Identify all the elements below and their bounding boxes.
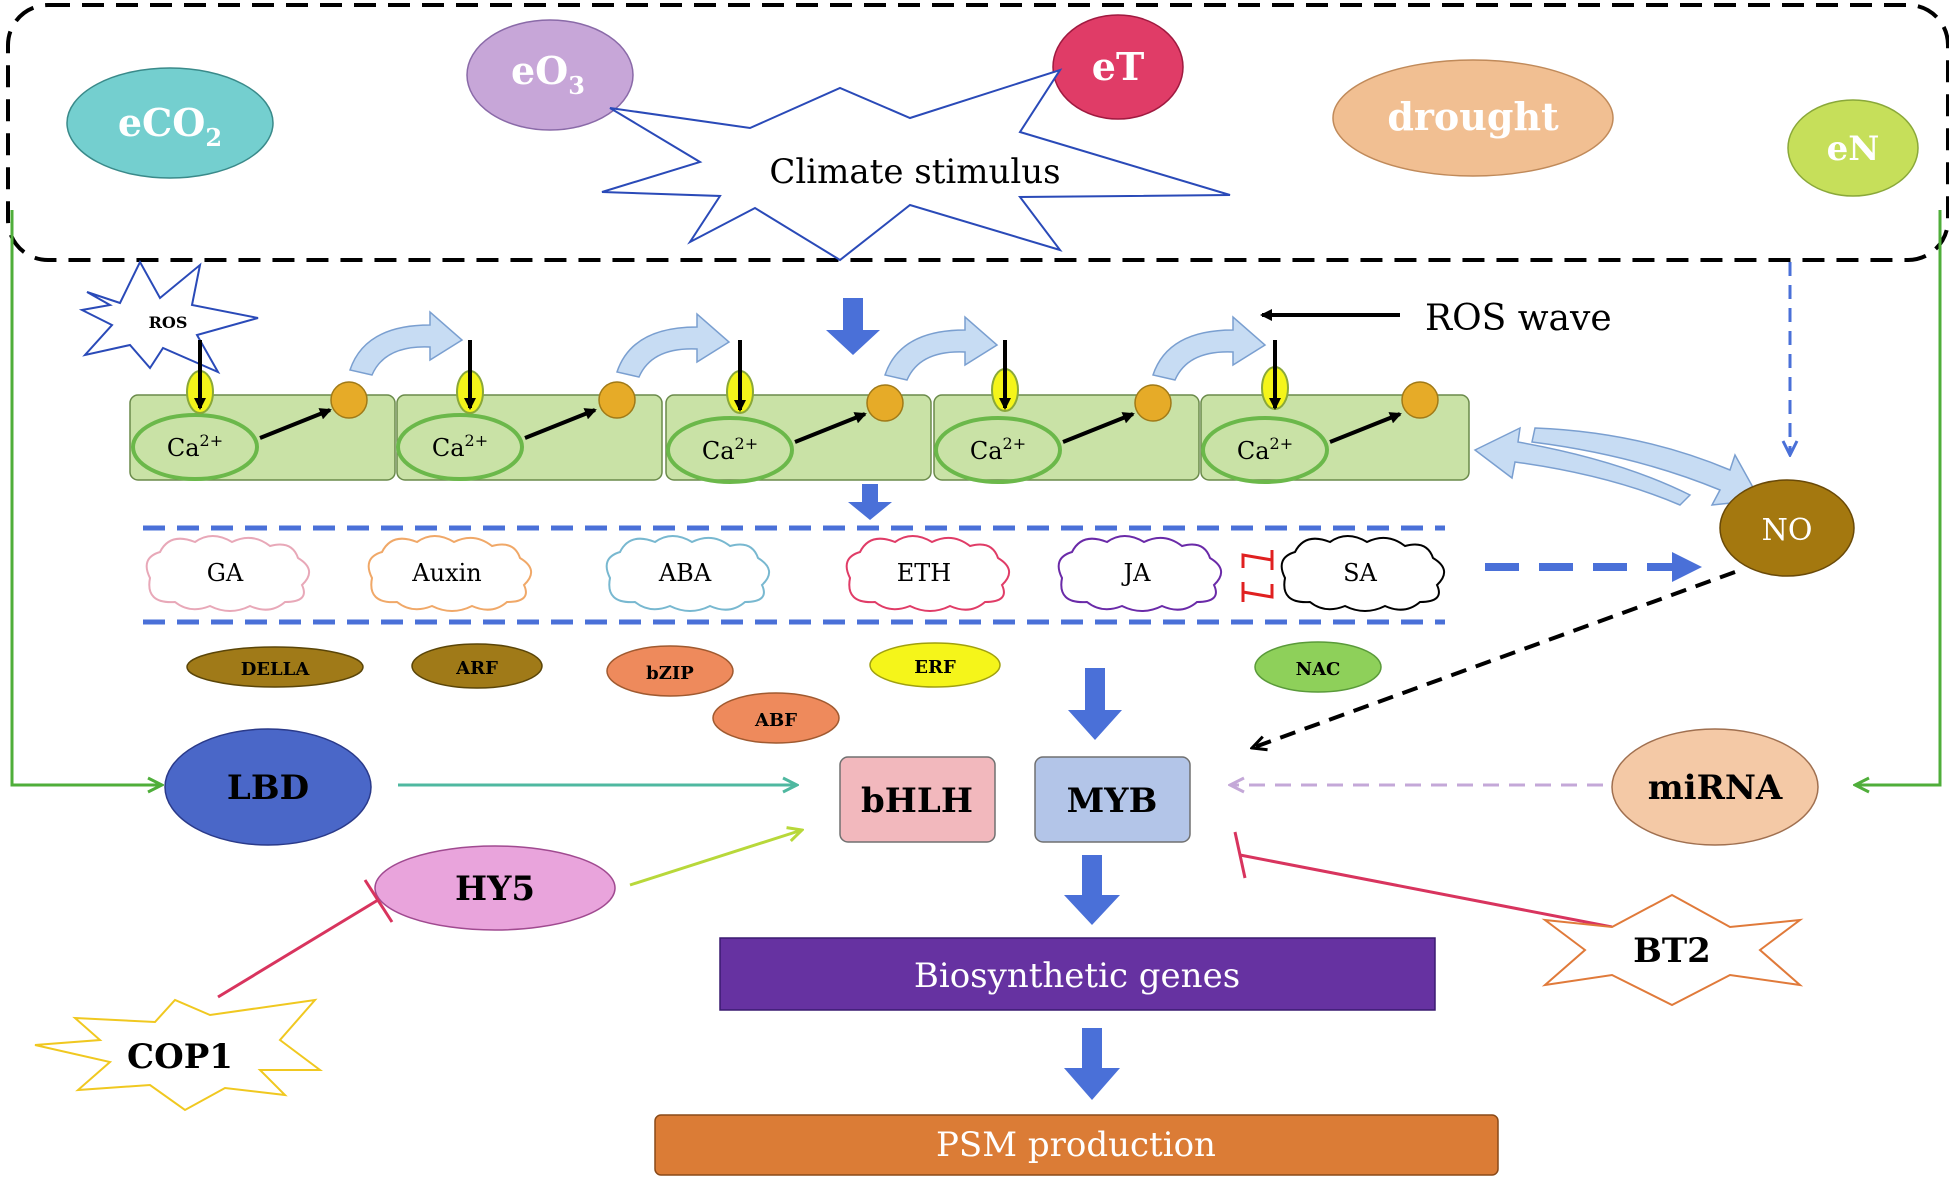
no-to-myb-arrow <box>1252 570 1736 748</box>
eco2-node: eCO2 <box>66 67 274 179</box>
eo3-node: eO3 <box>466 19 634 131</box>
tf-abf-label: ABF <box>754 710 797 731</box>
ca-label-1: Ca2+ <box>167 431 223 462</box>
psm-production-label: PSM production <box>936 1125 1216 1165</box>
hy5-label: HY5 <box>455 869 535 909</box>
eo3-label: eO <box>511 48 568 93</box>
ca-label-2: Ca2+ <box>432 431 488 462</box>
ca-label-5: Ca2+ <box>1237 434 1293 465</box>
hy5-to-bhlh-arrow <box>629 830 802 887</box>
cop1-label: COP1 <box>127 1037 233 1077</box>
tf-erf: ERF <box>869 642 1001 688</box>
climate-to-lbd-line <box>10 210 162 785</box>
eo3-subscript: 3 <box>568 71 585 100</box>
bt2-label: BT2 <box>1633 931 1711 971</box>
tf-della: DELLA <box>186 646 364 688</box>
ca-label-4: Ca2+ <box>970 434 1026 465</box>
bt2-node: BT2 <box>1541 893 1804 1007</box>
down-arrow-cells <box>848 484 892 520</box>
tf-della-label: DELLA <box>241 659 311 680</box>
tf-erf-label: ERF <box>914 657 956 678</box>
hormone-ja-label: JA <box>1121 559 1152 587</box>
tf-bzip: bZIP <box>606 645 734 697</box>
propagation-arrows <box>349 310 1267 381</box>
bhlh-label: bHLH <box>861 781 973 821</box>
hormone-aba-label: ABA <box>658 559 712 587</box>
down-arrow-tfs <box>1068 668 1122 740</box>
ros-label: ROS <box>149 313 188 332</box>
eco2-label: eCO <box>118 100 206 145</box>
ros-wave-label: ROS wave <box>1425 298 1612 339</box>
hormone-auxin: Auxin <box>367 535 532 612</box>
tf-nac: NAC <box>1254 641 1382 693</box>
et-label: eT <box>1092 44 1144 89</box>
biosynthetic-genes-label: Biosynthetic genes <box>914 956 1240 996</box>
tf-abf: ABF <box>712 692 840 744</box>
down-arrow-climate <box>826 298 880 355</box>
cell-1: Ca2+ <box>129 340 396 481</box>
hormone-ja: JA <box>1057 535 1222 612</box>
tf-arf-label: ARF <box>455 658 498 679</box>
ja-sa-antagonism <box>1241 550 1274 602</box>
tf-arf: ARF <box>411 643 543 689</box>
myb-node: MYB <box>1034 756 1191 843</box>
hormone-row: GA Auxin ABA ETH JA SA <box>145 535 1445 612</box>
biosynthetic-genes-node: Biosynthetic genes <box>719 937 1436 1011</box>
drought-label: drought <box>1387 94 1559 139</box>
svg-text:eCO2: eCO2 <box>118 100 222 152</box>
lbd-label: LBD <box>227 768 309 808</box>
hormone-ga-label: GA <box>207 559 244 587</box>
hormone-eth-label: ETH <box>897 559 951 587</box>
transcription-factor-row: DELLA ARF bZIP ABF ERF NAC <box>186 641 1382 744</box>
cell-chain: Ca2+ Ca2+ Ca2+ Ca2+ <box>129 340 1470 484</box>
cell-4: Ca2+ <box>933 340 1200 484</box>
bt2-inhibition <box>1233 831 1613 929</box>
tf-bzip-label: bZIP <box>646 663 694 684</box>
bhlh-node: bHLH <box>839 756 996 843</box>
tf-nac-label: NAC <box>1296 659 1341 680</box>
en-node: eN <box>1787 99 1919 197</box>
no-label: NO <box>1762 513 1813 548</box>
cell-3: Ca2+ <box>665 340 932 484</box>
cells-no-double-arrow <box>1473 426 1762 506</box>
hormone-auxin-label: Auxin <box>411 559 481 587</box>
hormone-aba: ABA <box>605 535 770 612</box>
cell-5: Ca2+ <box>1200 340 1470 484</box>
hormone-ga: GA <box>145 535 310 612</box>
eco2-subscript: 2 <box>205 123 222 152</box>
et-node: eT <box>1052 14 1184 120</box>
cell-2: Ca2+ <box>396 340 663 481</box>
no-node: NO <box>1719 479 1855 577</box>
drought-node: drought <box>1332 59 1614 177</box>
cop1-node: COP1 <box>34 998 323 1112</box>
hormone-sa: SA <box>1280 535 1445 612</box>
lbd-node: LBD <box>164 728 372 846</box>
down-arrow-myb <box>1064 855 1120 925</box>
hormone-eth: ETH <box>845 535 1010 612</box>
en-label: eN <box>1827 129 1880 169</box>
hy5-node: HY5 <box>374 845 616 931</box>
climate-stimulus-burst: Climate stimulus <box>601 68 1231 262</box>
climate-stimulus-label: Climate stimulus <box>769 152 1060 192</box>
psm-production-node: PSM production <box>654 1114 1499 1176</box>
mirna-label: miRNA <box>1648 768 1783 808</box>
mirna-node: miRNA <box>1611 728 1819 846</box>
climate-to-mirna-line <box>1855 210 1942 785</box>
climate-box <box>6 3 1949 262</box>
cop1-inhibition <box>217 879 394 999</box>
ca-label-3: Ca2+ <box>702 434 758 465</box>
down-arrow-genes <box>1064 1028 1120 1100</box>
hormone-sa-label: SA <box>1343 559 1377 587</box>
svg-text:eO3: eO3 <box>511 48 585 100</box>
ros-burst: ROS <box>78 259 259 375</box>
myb-label: MYB <box>1067 781 1158 821</box>
